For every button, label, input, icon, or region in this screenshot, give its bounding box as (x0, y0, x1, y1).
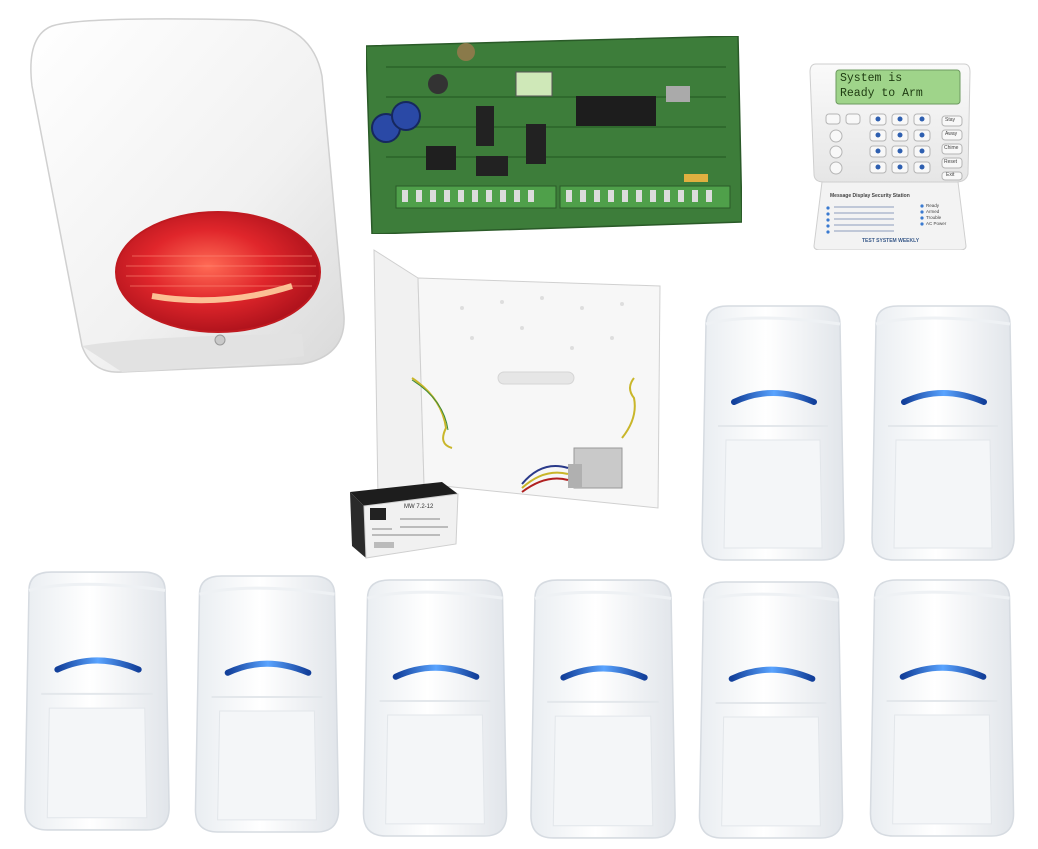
keypad-status-ac: AC Power (926, 221, 947, 226)
keypad-status-armed: Armed (926, 209, 940, 214)
keypad-display-line2: Ready to Arm (840, 87, 923, 100)
motion-detector (186, 572, 346, 836)
keypad-panel-footer: TEST SYSTEM WEEKLY (862, 238, 920, 244)
keypad-display-line1: System is (840, 72, 903, 85)
keypad-display: System is Ready to Arm (836, 70, 960, 104)
keypad-status-trouble: Trouble (926, 215, 942, 220)
motion-detector (690, 578, 850, 842)
motion-detector (860, 576, 1022, 840)
backup-battery: MW 7.2-12 (344, 478, 460, 560)
motion-detector (522, 576, 682, 842)
outdoor-siren (22, 16, 350, 376)
motion-detector (862, 302, 1022, 564)
alarm-control-board (366, 36, 742, 234)
keypad-status-ready: Ready (926, 203, 940, 208)
motion-detector (354, 576, 514, 840)
motion-detector (16, 568, 176, 834)
keypad-key-reset: Reset (944, 159, 958, 165)
keypad-key-exit: Exit (946, 172, 955, 178)
metal-enclosure (372, 248, 664, 512)
keypad-key-stay: Stay (945, 117, 956, 123)
keypad-key-away: Away (945, 131, 958, 137)
keypad-panel-title: Message Display Security Station (830, 193, 910, 199)
keypad-key-chime: Chime (944, 145, 959, 151)
battery-label: MW 7.2-12 (404, 504, 434, 510)
lcd-keypad: System is Ready to Arm Message Display S… (806, 62, 974, 250)
motion-detector (692, 302, 852, 564)
